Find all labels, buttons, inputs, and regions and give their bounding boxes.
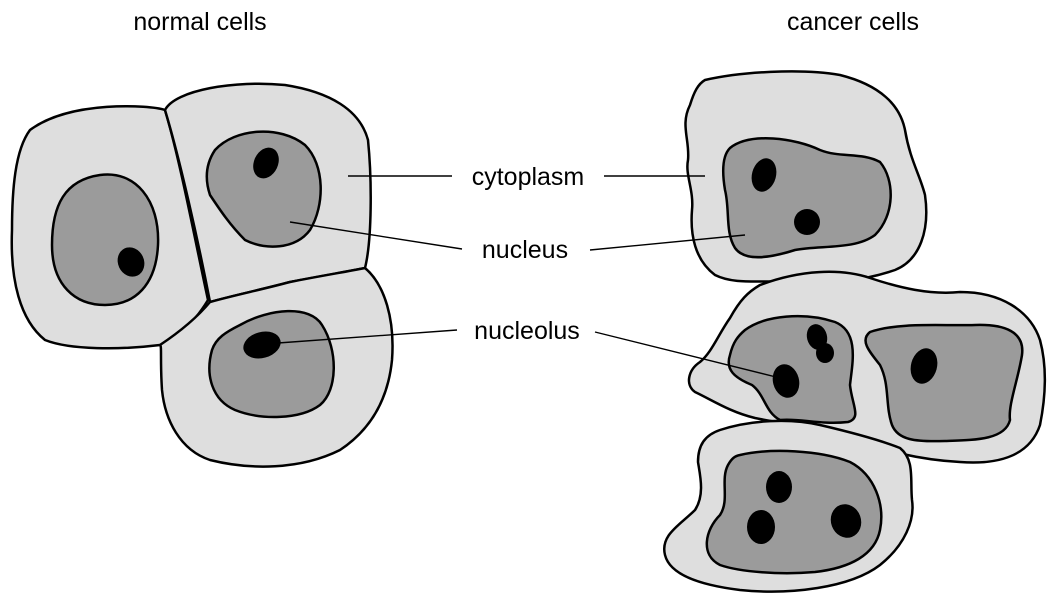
cancer-cells-group bbox=[664, 71, 1045, 591]
nucleus-label: nucleus bbox=[482, 236, 568, 264]
normal-cells-title: normal cells bbox=[133, 8, 266, 36]
cancer-cell-top-nucleus bbox=[723, 138, 891, 257]
cancer-cell-middle-nucleolus-2 bbox=[816, 343, 834, 363]
nucleolus-label: nucleolus bbox=[474, 317, 580, 345]
cancer-cells-title: cancer cells bbox=[787, 8, 919, 36]
normal-cells-group bbox=[12, 84, 393, 467]
cancer-cell-bottom-nucleolus-2 bbox=[747, 510, 775, 544]
cancer-cell-bottom-nucleolus-1 bbox=[766, 471, 792, 503]
cancer-cell-top-nucleolus-2 bbox=[794, 209, 820, 235]
normal-cell-left-nucleus bbox=[52, 174, 158, 305]
cytoplasm-label: cytoplasm bbox=[472, 163, 585, 191]
